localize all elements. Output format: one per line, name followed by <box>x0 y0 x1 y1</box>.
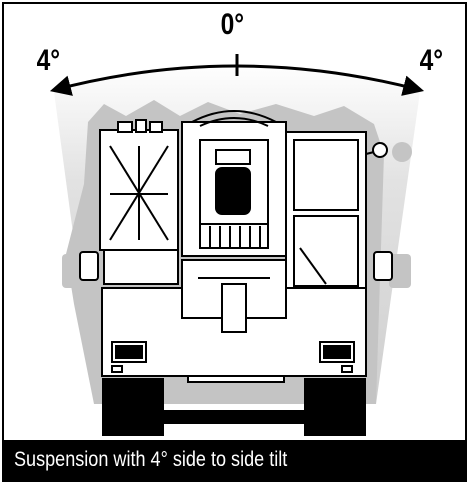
figure-caption: Suspension with 4° side to side tilt <box>14 448 288 471</box>
caption-bar: Suspension with 4° side to side tilt <box>4 440 465 480</box>
engine-window <box>215 167 251 215</box>
right-tires <box>304 378 366 436</box>
figure-frame: 0° 4° 4° Suspension with 4° side to side… <box>2 2 467 482</box>
right-angle-label: 4° <box>419 44 444 77</box>
right-fender <box>373 251 393 281</box>
left-tires <box>102 378 164 436</box>
center-angle-label: 0° <box>220 8 245 41</box>
crane-body <box>79 110 393 383</box>
left-angle-label: 4° <box>36 44 61 77</box>
crane-rear-view-diagram <box>49 54 425 436</box>
mirror <box>372 142 388 158</box>
left-fender <box>79 251 99 281</box>
cab-window-lower <box>293 215 359 287</box>
tires <box>102 378 366 436</box>
cab-window-upper <box>293 139 359 211</box>
